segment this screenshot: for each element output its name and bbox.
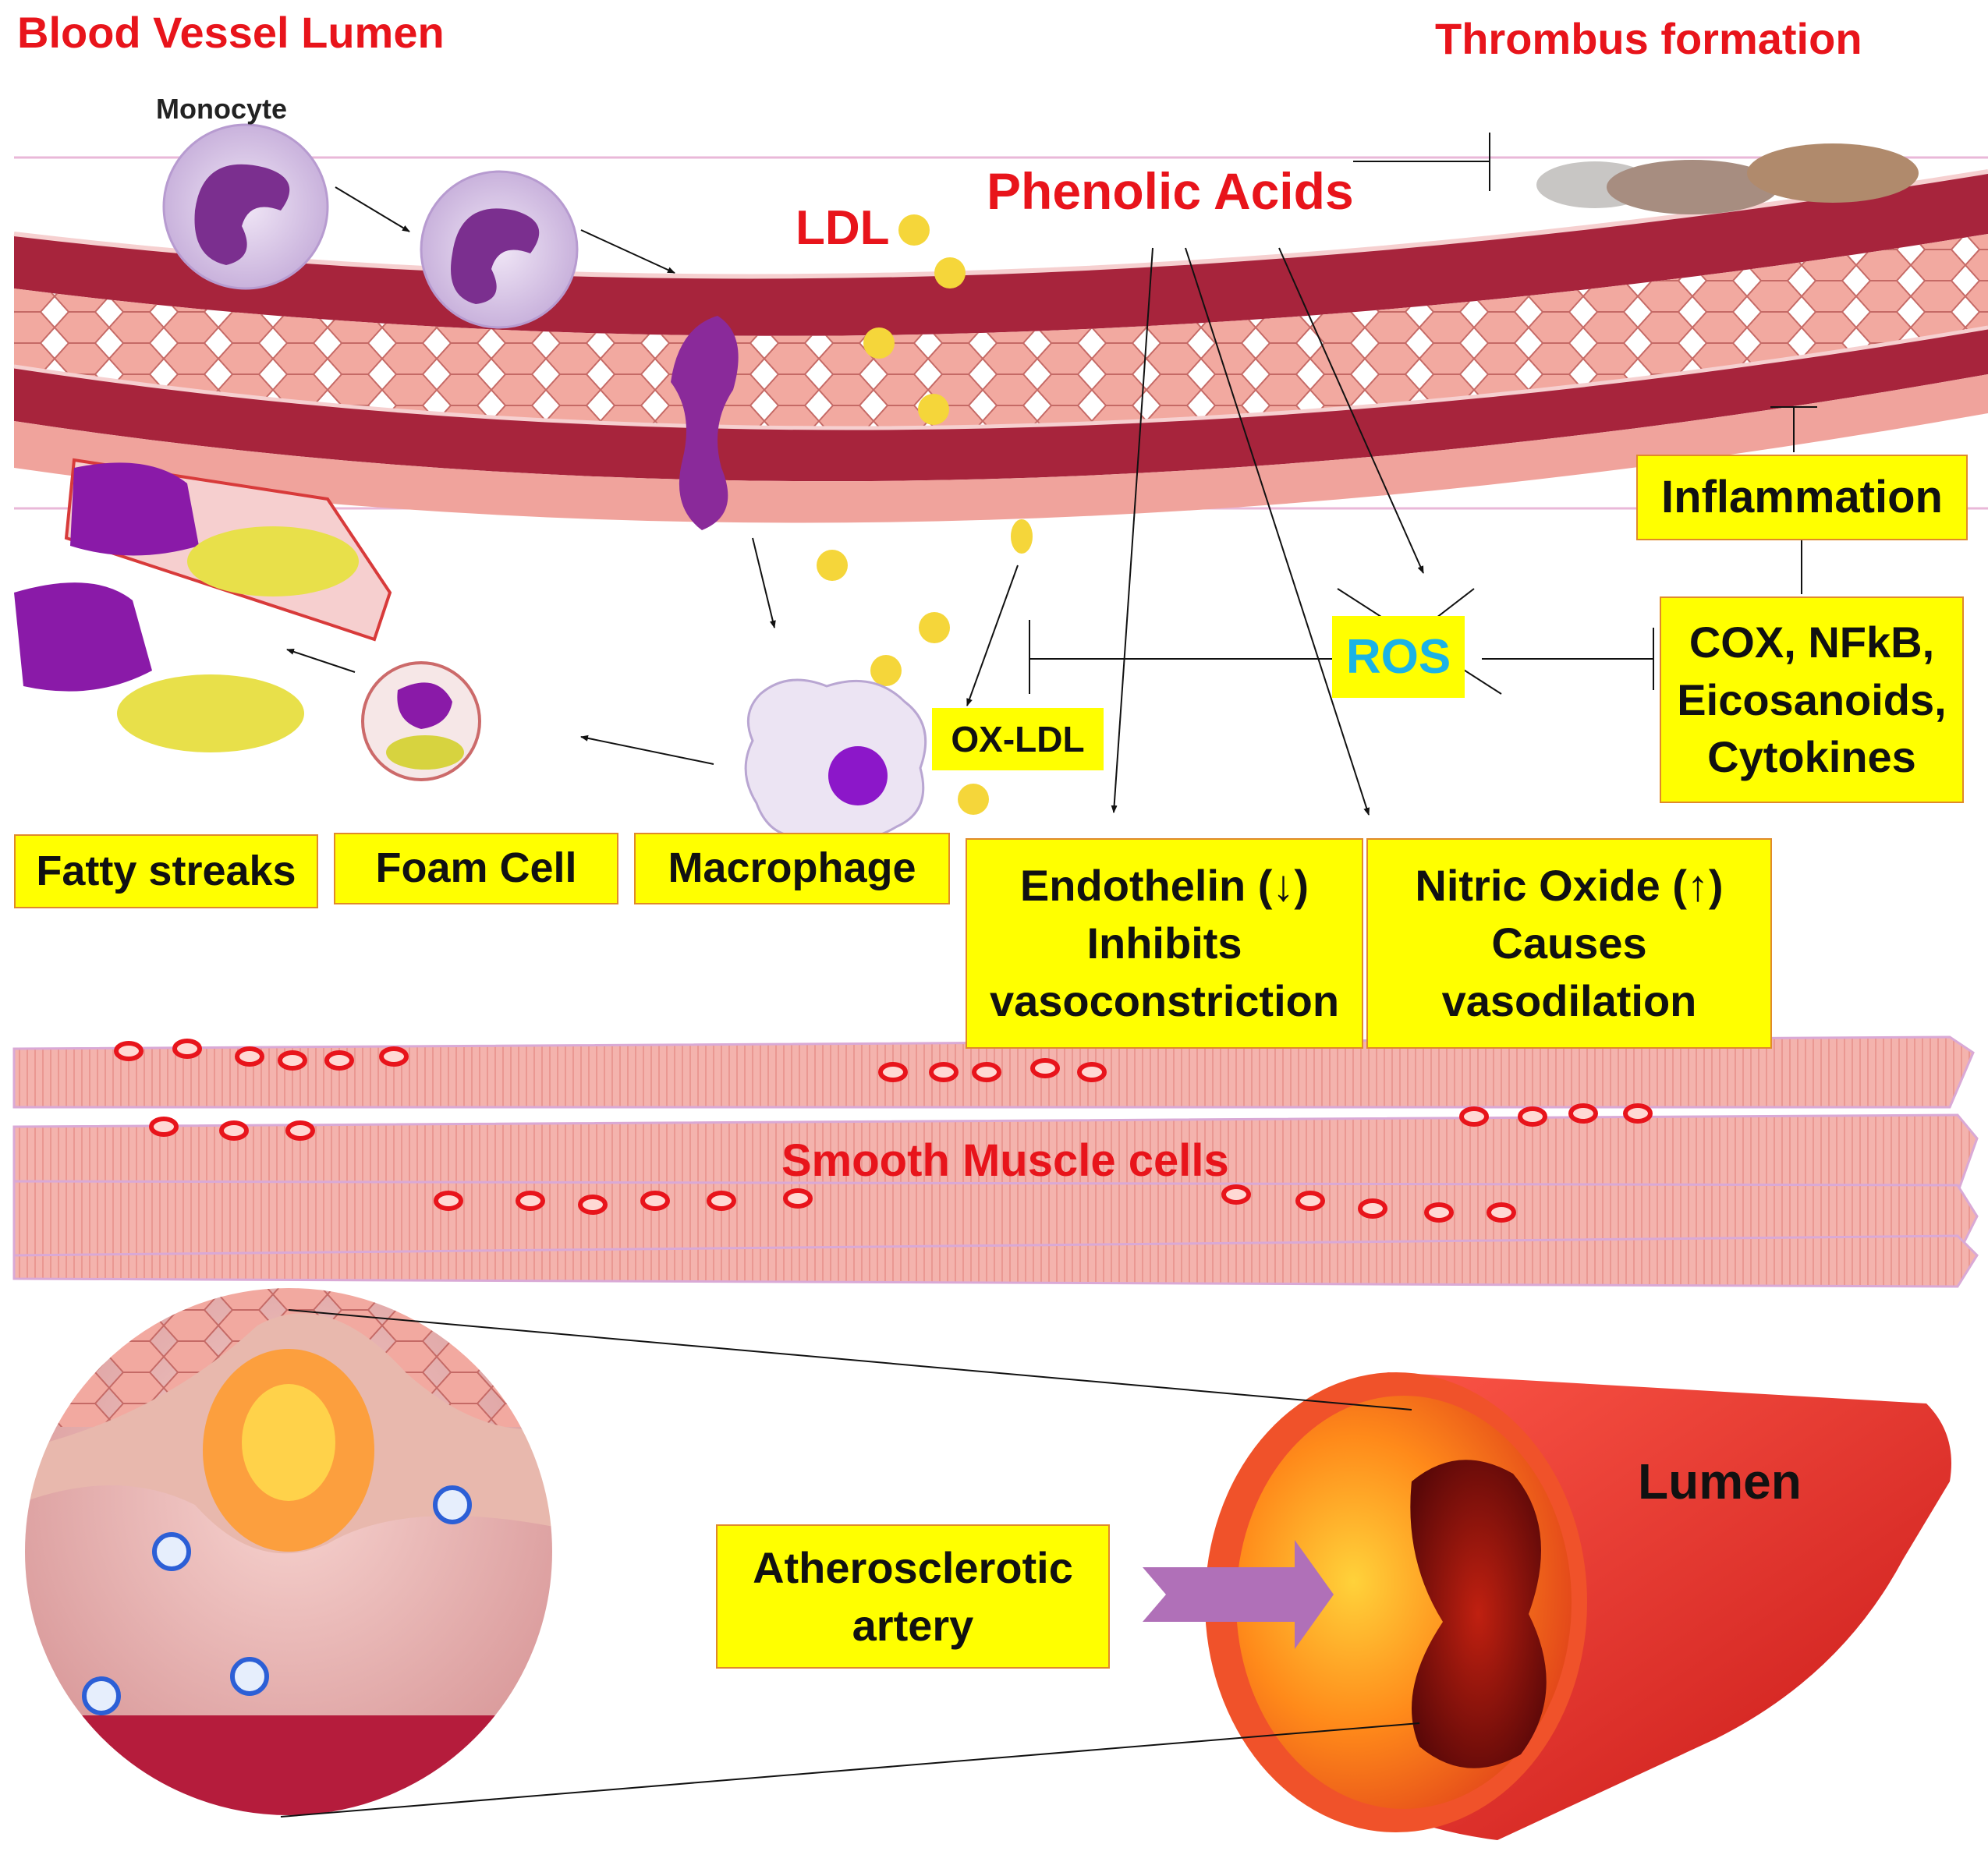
ldl-particles xyxy=(817,214,1033,815)
nitric-oxide-box: Nitric Oxide (↑) Causes vasodilation xyxy=(1366,838,1772,1049)
ros-label: ROS xyxy=(1332,616,1465,698)
thrombus-cells xyxy=(1536,143,1919,214)
monocyte-1 xyxy=(162,123,329,290)
foam-cell-box: Foam Cell xyxy=(334,833,618,904)
endothelin-line-3: vasoconstriction xyxy=(989,975,1340,1025)
connector-lines xyxy=(280,133,1829,1818)
fatty-streaks xyxy=(14,458,392,752)
artery-cross-section xyxy=(1205,1372,1951,1840)
thrombus-formation-label: Thrombus formation xyxy=(1435,14,1862,63)
phenolic-acids-label: Phenolic Acids xyxy=(987,162,1354,220)
smooth-muscle-layer xyxy=(12,1035,1979,1288)
cox-line-1: COX, NFkB, xyxy=(1689,617,1935,667)
purple-arrow xyxy=(1143,1540,1334,1649)
atherosclerotic-line-1: Atherosclerotic xyxy=(753,1542,1073,1592)
smooth-muscle-cells-label: Smooth Muscle cells xyxy=(781,1135,1229,1186)
ox-ldl-label: OX-LDL xyxy=(932,708,1104,770)
endothelin-line-2: Inhibits xyxy=(1086,919,1242,968)
monocyte-2 xyxy=(420,170,579,329)
endothelin-box: Endothelin (↓) Inhibits vasoconstriction xyxy=(966,838,1363,1049)
macrophage-text: Macrophage xyxy=(668,844,916,892)
macrophage-box: Macrophage xyxy=(634,833,950,904)
fatty-streaks-text: Fatty streaks xyxy=(36,847,296,894)
macrophage-cell xyxy=(744,678,927,842)
monocyte-3 xyxy=(671,316,739,530)
nitric-oxide-line-1: Nitric Oxide (↑) xyxy=(1415,861,1724,911)
foam-cell xyxy=(361,661,481,781)
red-blood-cells xyxy=(114,1039,1653,1223)
foam-cell-text: Foam Cell xyxy=(375,844,577,892)
plaque-inset xyxy=(22,1285,555,1818)
ldl-label: LDL xyxy=(796,201,890,255)
nitric-oxide-line-2: Causes xyxy=(1491,919,1647,968)
atherosclerotic-box: Atherosclerotic artery xyxy=(716,1524,1110,1669)
endothelin-line-1: Endothelin (↓) xyxy=(1019,861,1309,911)
inflammation-text: Inflammation xyxy=(1661,471,1943,522)
monocyte-label: Monocyte xyxy=(156,93,288,125)
nitric-oxide-line-3: vasodilation xyxy=(1441,975,1697,1025)
blood-vessel-lumen-label: Blood Vessel Lumen xyxy=(17,8,445,57)
cox-line-3: Cytokines xyxy=(1707,732,1916,782)
lumen-label: Lumen xyxy=(1638,1453,1802,1510)
inflammation-box: Inflammation xyxy=(1636,455,1968,540)
fatty-streaks-box: Fatty streaks xyxy=(14,834,318,908)
atherosclerotic-line-2: artery xyxy=(852,1600,974,1650)
cox-line-2: Eicosanoids, xyxy=(1677,674,1947,724)
cox-box: COX, NFkB, Eicosanoids, Cytokines xyxy=(1660,596,1964,803)
